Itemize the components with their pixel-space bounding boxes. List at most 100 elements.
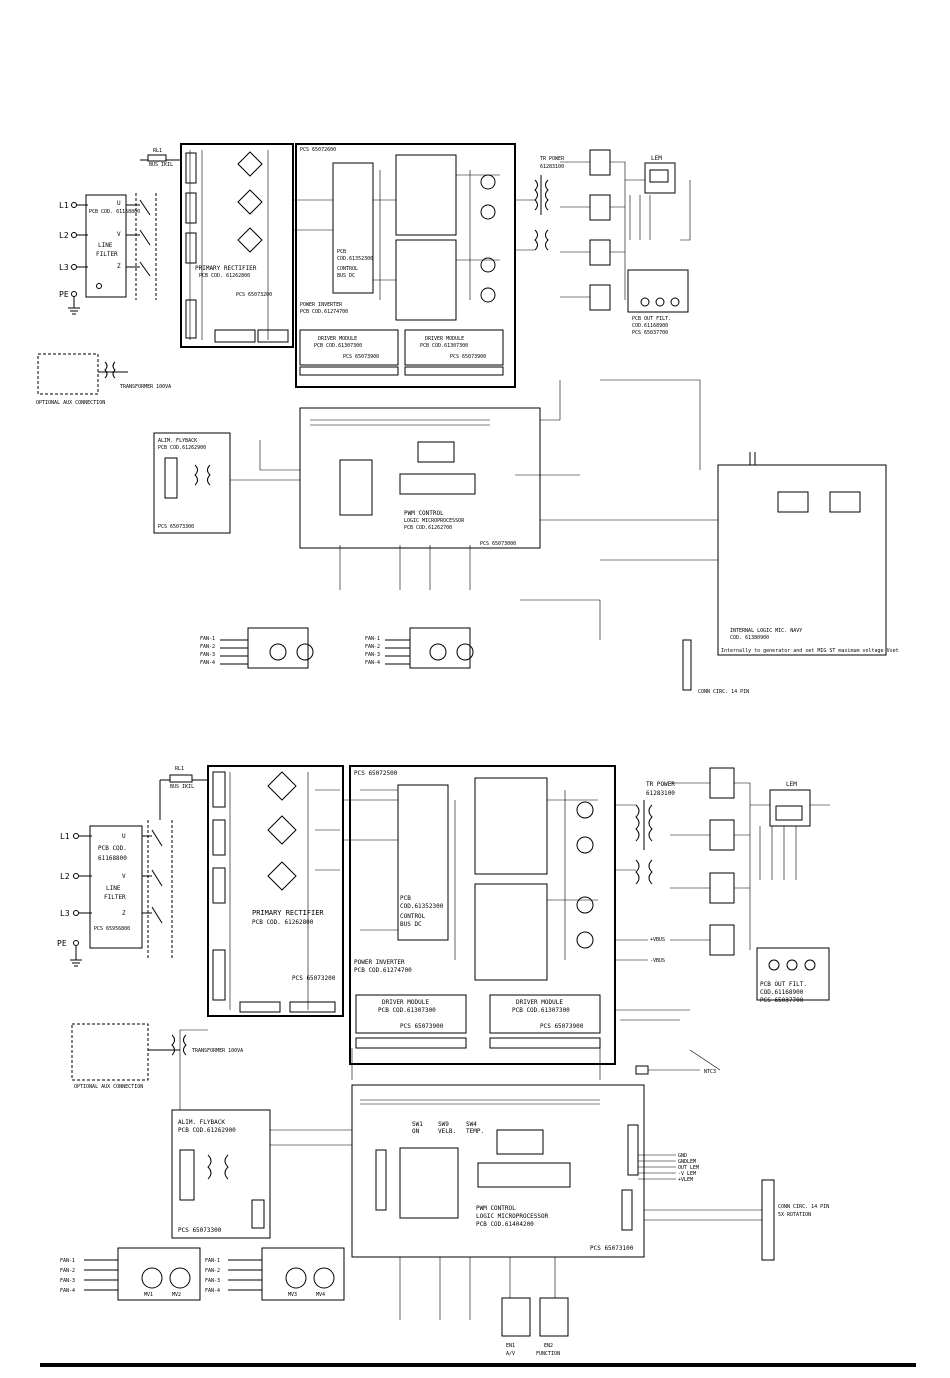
svg-text:-V LEM: -V LEM: [678, 1171, 696, 1177]
bottom-primary-rectifier: PRIMARY RECTIFIER PCB COD. 61262800 PCS …: [207, 765, 344, 1017]
top-inverter-title: POWER INVERTER: [300, 302, 343, 308]
svg-text:PCS 65073900: PCS 65073900: [450, 354, 486, 360]
svg-text:FAN-1: FAN-1: [205, 1258, 220, 1264]
svg-text:PCB COD.61307300: PCB COD.61307300: [378, 1007, 436, 1014]
svg-text:PCB COD. 61262800: PCB COD. 61262800: [252, 919, 314, 926]
top-flyback: ALIM. FLYBACK PCB COD.61262900 PCS 65073…: [153, 432, 231, 534]
svg-text:BUS DC: BUS DC: [337, 273, 355, 279]
svg-text:LEM: LEM: [786, 781, 797, 788]
svg-text:Internally to generator and se: Internally to generator and set MIG ST m…: [721, 648, 899, 654]
bottom-power-inverter: PCS 65072500 POWER INVERTER PCB COD.6127…: [349, 765, 616, 1065]
bottom-relay: RL1 BUS IKIL: [159, 766, 208, 820]
top-aux-connection: OPTIONAL AUX CONNECTION TRANSFORMER 100V…: [36, 353, 171, 406]
top-power-inverter: PCS 65072600 POWER INVERTER PCB COD.6127…: [295, 143, 516, 388]
svg-text:PCB COD.61307300: PCB COD.61307300: [512, 1007, 570, 1014]
svg-text:OPTIONAL AUX CONNECTION: OPTIONAL AUX CONNECTION: [74, 1084, 143, 1090]
svg-text:PCS 65073900: PCS 65073900: [343, 354, 379, 360]
svg-text:PCB COD.61404200: PCB COD.61404200: [476, 1221, 534, 1228]
top-relay: RL1 BUS IKIL: [140, 148, 182, 168]
bottom-diagram: L1 L2 L3 PE PCB COD. 61168800 LINE FILTE…: [57, 765, 830, 1357]
top-rectifier-title: PRIMARY RECTIFIER: [195, 265, 257, 272]
svg-text:PCB COD.: PCB COD.: [98, 845, 127, 852]
svg-text:Z: Z: [117, 263, 121, 270]
svg-text:DRIVER MODULE: DRIVER MODULE: [516, 999, 563, 1006]
bottom-line-filter: PCB COD. 61168800 LINE FILTER PCS 659568…: [89, 820, 173, 960]
svg-text:Z: Z: [122, 910, 126, 917]
svg-text:FAN-2: FAN-2: [205, 1268, 220, 1274]
svg-text:+VBUS: +VBUS: [650, 937, 665, 943]
svg-text:MV2: MV2: [172, 1292, 181, 1298]
svg-text:PCS 65073300: PCS 65073300: [158, 524, 194, 530]
svg-text:COD.61352300: COD.61352300: [337, 256, 373, 262]
svg-text:ALIM. FLYBACK: ALIM. FLYBACK: [158, 438, 197, 444]
svg-text:61283100: 61283100: [646, 790, 675, 797]
footer-rule: [40, 1363, 916, 1367]
svg-text:CONTROL: CONTROL: [400, 913, 426, 920]
svg-text:MV1: MV1: [144, 1292, 153, 1298]
bottom-switch-1: SW1: [412, 1121, 423, 1128]
svg-text:FAN-1: FAN-1: [200, 636, 215, 642]
svg-text:PCB COD.61274700: PCB COD.61274700: [354, 967, 412, 974]
svg-text:VELB.: VELB.: [438, 1128, 456, 1135]
svg-text:+VLEM: +VLEM: [678, 1177, 693, 1183]
top-navy-logic: INTERNAL LOGIC MIC. NAVY COD. 61380900 I…: [717, 452, 899, 656]
top-input-pe: PE: [59, 290, 69, 299]
top-fans-b: FAN-1 FAN-2 FAN-3 FAN-4: [365, 627, 474, 669]
svg-text:FILTER: FILTER: [104, 894, 126, 901]
svg-text:U: U: [122, 833, 126, 840]
svg-text:GND: GND: [678, 1153, 687, 1159]
svg-text:INTERNAL LOGIC MIC. NAVY: INTERNAL LOGIC MIC. NAVY: [730, 628, 802, 634]
bottom-flyback: ALIM. FLYBACK PCB COD.61262900 PCS 65073…: [171, 1109, 271, 1239]
svg-text:A/V: A/V: [506, 1351, 515, 1357]
svg-text:TRANSFORMER 100VA: TRANSFORMER 100VA: [192, 1048, 243, 1054]
svg-text:NTC3: NTC3: [704, 1069, 716, 1075]
svg-text:PCB COD.61262900: PCB COD.61262900: [158, 445, 206, 451]
svg-text:PCS 65073100: PCS 65073100: [590, 1245, 634, 1252]
bottom-encoders: EN1 EN2 A/V FUNCTION: [501, 1257, 569, 1357]
svg-text:CONTROL: CONTROL: [337, 266, 358, 272]
svg-text:PCB: PCB: [337, 249, 346, 255]
svg-text:PCS 65073200: PCS 65073200: [236, 292, 272, 298]
svg-text:FAN-3: FAN-3: [365, 652, 380, 658]
svg-text:EN1: EN1: [506, 1343, 515, 1349]
svg-text:PCS 65073200: PCS 65073200: [292, 975, 336, 982]
top-pwm-control: PWM CONTROL LOGIC MICROPROCESSOR PCB COD…: [299, 407, 541, 549]
svg-text:COD.61168900: COD.61168900: [632, 323, 668, 329]
svg-text:COD.61352300: COD.61352300: [400, 903, 444, 910]
bottom-lem: LEM: [750, 781, 830, 880]
bottom-aux-connection: OPTIONAL AUX CONNECTION TRANSFORMER 100V…: [71, 1023, 243, 1090]
svg-text:5X ROTATION: 5X ROTATION: [778, 1212, 811, 1218]
svg-text:BUS IKIL: BUS IKIL: [170, 784, 194, 790]
svg-text:PCS 65073300: PCS 65073300: [178, 1227, 222, 1234]
bottom-switch-9: SW9: [438, 1121, 449, 1128]
bottom-driver-b: DRIVER MODULE PCB COD.61307300 PCS 65073…: [489, 994, 601, 1049]
svg-text:ALIM. FLYBACK: ALIM. FLYBACK: [178, 1119, 225, 1126]
svg-text:TR POWER: TR POWER: [646, 781, 675, 788]
svg-text:PWM CONTROL: PWM CONTROL: [476, 1205, 516, 1212]
svg-text:PCS 65956800: PCS 65956800: [94, 926, 130, 932]
svg-text:LEM: LEM: [651, 155, 662, 162]
bottom-conn14: CONN CIRC. 14 PIN 5X ROTATION: [644, 1179, 829, 1261]
svg-text:TEMP.: TEMP.: [466, 1128, 484, 1135]
bottom-input-terminals: L1 L2 L3 PE: [57, 832, 92, 967]
svg-text:PCB COD.61307300: PCB COD.61307300: [314, 343, 362, 349]
bottom-switch-4: SW4: [466, 1121, 477, 1128]
svg-text:V: V: [122, 873, 126, 880]
svg-text:PCS 65073900: PCS 65073900: [540, 1023, 584, 1030]
svg-text:V: V: [117, 231, 121, 238]
svg-text:PCS 65072600: PCS 65072600: [300, 147, 336, 153]
svg-text:RL1: RL1: [175, 766, 184, 772]
svg-text:61168800: 61168800: [98, 855, 127, 862]
svg-text:GNDLEM: GNDLEM: [678, 1159, 696, 1165]
svg-text:PCB COD.61262900: PCB COD.61262900: [178, 1127, 236, 1134]
top-tr-power: TR POWER 61283100: [534, 156, 565, 251]
svg-text:ON: ON: [412, 1128, 420, 1135]
svg-text:FILTER: FILTER: [96, 251, 118, 258]
bottom-tr-power: TR POWER 61283100: [635, 781, 675, 885]
top-input-terminals: L1 L2 L3 PE: [59, 201, 88, 315]
top-diagram: L1 L2 L3 PE PCB COD. 61168800 LINE FILTE…: [36, 143, 899, 695]
bottom-lem-signals: GND GNDLEM OUT LEM -V LEM +VLEM: [638, 1153, 699, 1183]
top-input-l2: L2: [59, 231, 69, 240]
svg-text:PCB COD. 61262800: PCB COD. 61262800: [199, 273, 250, 279]
svg-text:FAN-1: FAN-1: [365, 636, 380, 642]
